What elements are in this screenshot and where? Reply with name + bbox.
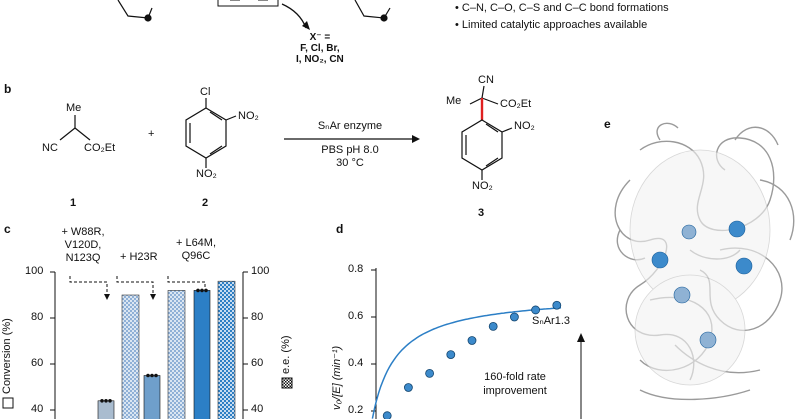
leaving-group-arrowhead bbox=[302, 21, 310, 30]
active-site-spheres bbox=[651, 220, 753, 349]
compound-number-1: 1 bbox=[70, 197, 77, 209]
fit-curve bbox=[371, 307, 562, 419]
reaction-condition-temp: 30 °C bbox=[336, 157, 364, 169]
rate-improvement-annotation: 160-fold rate improvement bbox=[455, 370, 575, 398]
y-tick-left: 40 bbox=[31, 403, 44, 415]
annotation-line: improvement bbox=[483, 385, 547, 397]
bullet-item: • C–N, C–O, C–S and C–C bond formations bbox=[455, 2, 669, 14]
plus-sign: + bbox=[148, 128, 155, 140]
ring-fragment-right bbox=[354, 0, 391, 22]
panel-label-d: d bbox=[336, 222, 344, 236]
ring-fragment-left bbox=[117, 0, 153, 22]
bar-chart bbox=[50, 271, 248, 419]
ee-bar bbox=[121, 294, 140, 419]
atom-label-me: Me bbox=[446, 95, 462, 107]
atom-label-no2: NO₂ bbox=[514, 120, 535, 132]
compound-2-structure bbox=[185, 98, 237, 168]
y-tick: 0.4 bbox=[348, 357, 364, 369]
reaction-condition-buffer: PBS pH 8.0 bbox=[321, 144, 379, 156]
replicate-point bbox=[108, 399, 112, 403]
compound-1-structure bbox=[59, 115, 91, 141]
y-tick-left: 60 bbox=[31, 357, 44, 369]
ee-bar bbox=[167, 290, 186, 419]
kinetics-point bbox=[552, 300, 562, 310]
y-tick-right: 40 bbox=[251, 403, 264, 415]
kinetics-point bbox=[382, 411, 392, 419]
replicate-point bbox=[150, 373, 154, 378]
panel-label-b: b bbox=[4, 82, 12, 96]
y-tick: 0.8 bbox=[348, 263, 364, 275]
mutation-text: V120D, bbox=[64, 239, 102, 251]
compound-number-2: 2 bbox=[202, 197, 209, 209]
atom-label-me: Me bbox=[66, 102, 82, 114]
y-tick-right: 100 bbox=[251, 265, 270, 277]
replicate-point bbox=[104, 399, 108, 403]
series-label-snar13: SₙAr1.3 bbox=[532, 315, 571, 327]
kinetics-point bbox=[446, 350, 456, 360]
atom-label-cn: CN bbox=[478, 74, 494, 86]
kinetics-point bbox=[425, 368, 435, 378]
kinetics-point bbox=[488, 321, 498, 331]
y-tick: 0.2 bbox=[348, 404, 364, 416]
replicate-point bbox=[204, 288, 208, 293]
kinetics-chart bbox=[371, 268, 585, 419]
leaving-group-line: F, Cl, Br, bbox=[300, 43, 340, 54]
replicate-point bbox=[146, 373, 150, 378]
mutation-text: N123Q bbox=[65, 252, 101, 264]
y-tick-left: 80 bbox=[31, 311, 44, 323]
mutation-text: + W88R, bbox=[61, 226, 105, 238]
mutation-label-2: + H23R bbox=[120, 251, 158, 263]
conversion-legend-swatch bbox=[2, 397, 14, 409]
y-tick-right: 60 bbox=[251, 357, 264, 369]
reaction-condition-enzyme: SₙAr enzyme bbox=[317, 120, 383, 132]
y-axis-label-ee: e.e. (%) bbox=[280, 335, 292, 374]
kinetics-point bbox=[510, 312, 519, 322]
ee-legend-swatch bbox=[281, 377, 293, 389]
compound-number-3: 3 bbox=[478, 207, 485, 219]
replicate-point bbox=[100, 399, 104, 403]
y-tick: 0.6 bbox=[348, 310, 364, 322]
protein-cartoon-fill bbox=[629, 149, 771, 386]
conversion-bar bbox=[193, 290, 211, 419]
leaving-group-list: X⁻ = F, Cl, Br, I, NO₂, CN bbox=[296, 32, 344, 65]
atom-label-no2: NO₂ bbox=[196, 168, 217, 180]
mutation-text: + L64M, bbox=[175, 237, 217, 249]
kinetics-point bbox=[467, 336, 477, 345]
annotation-line: 160-fold rate bbox=[484, 371, 546, 383]
panel-label-c: c bbox=[4, 222, 11, 236]
leaving-group-line: X⁻ = bbox=[309, 32, 331, 43]
atom-label-nc: NC bbox=[42, 142, 58, 154]
atom-label-no2: NO₂ bbox=[238, 110, 259, 122]
replicate-point bbox=[200, 288, 204, 293]
atom-label-co2et: CO₂Et bbox=[500, 98, 532, 110]
y-tick-right: 80 bbox=[251, 311, 264, 323]
y-axis-label-conversion: Conversion (%) bbox=[1, 318, 13, 394]
atom-label-no2: NO₂ bbox=[472, 180, 493, 192]
conversion-bar bbox=[97, 400, 115, 419]
compound-3-structure bbox=[461, 85, 513, 180]
kinetics-point bbox=[403, 383, 413, 392]
atom-label-cl: Cl bbox=[200, 86, 211, 98]
leaving-group-arrow bbox=[281, 3, 307, 29]
panel-label-e: e bbox=[604, 117, 611, 131]
replicate-point bbox=[196, 288, 200, 293]
scope-bullets: • C–N, C–O, C–S and C–C bond formations … bbox=[455, 0, 669, 34]
conversion-bar bbox=[143, 375, 161, 419]
reagent-box bbox=[217, 0, 279, 7]
replicate-point bbox=[154, 373, 158, 378]
leaving-group-line: I, NO₂, CN bbox=[296, 54, 344, 65]
mutation-text: Q96C bbox=[181, 250, 211, 262]
ee-bar bbox=[217, 280, 236, 419]
atom-label-co2et: CO₂Et bbox=[84, 142, 116, 154]
y-axis-label-rate: v₀/[E] (min⁻¹) bbox=[331, 345, 343, 410]
mutation-label-3: + L64M, Q96C bbox=[164, 237, 228, 263]
reaction-arrow bbox=[284, 135, 420, 143]
kinetics-point bbox=[531, 305, 540, 315]
bullet-item: • Limited catalytic approaches available bbox=[455, 19, 648, 31]
mutation-label-1: + W88R, V120D, N123Q bbox=[48, 226, 118, 265]
y-tick-left: 100 bbox=[25, 265, 44, 277]
